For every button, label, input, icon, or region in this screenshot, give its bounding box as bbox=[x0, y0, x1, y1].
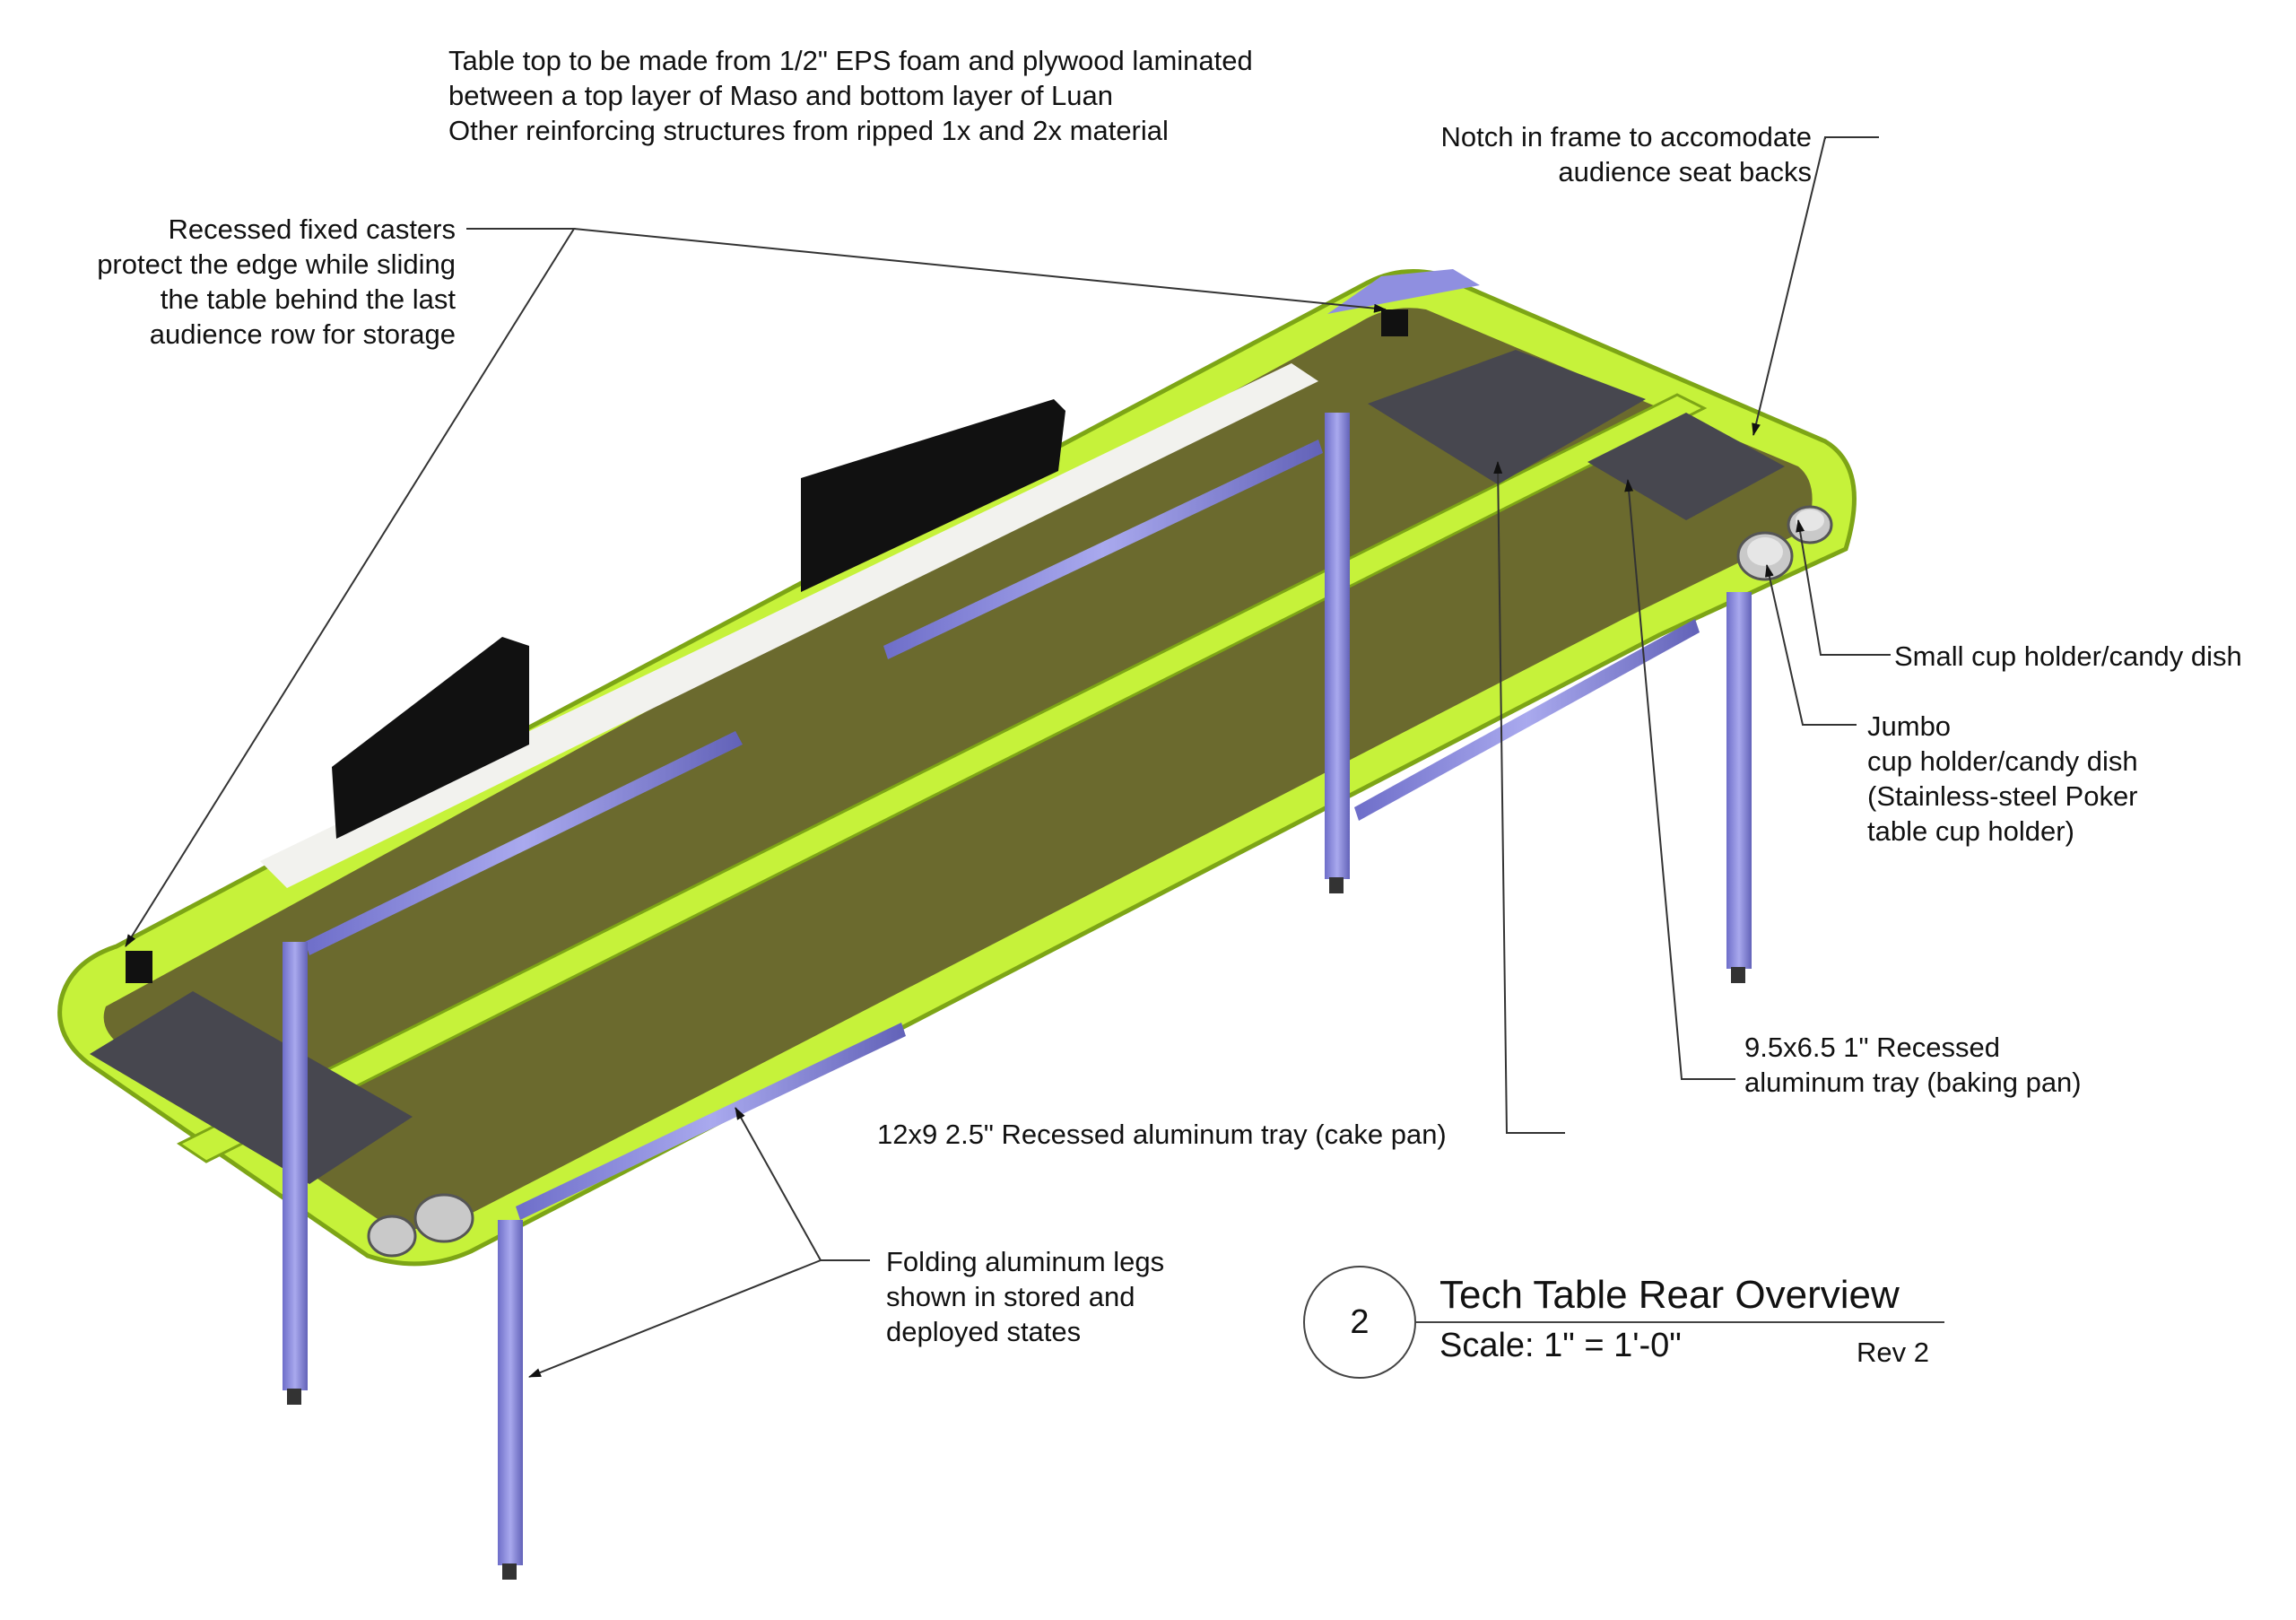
cake-pan-note: 12x9 2.5" Recessed aluminum tray (cake p… bbox=[877, 1119, 1447, 1150]
drawing-number: 2 bbox=[1350, 1302, 1370, 1341]
seat-back-edge bbox=[260, 363, 1318, 888]
legs-note: Folding aluminum legs shown in stored an… bbox=[886, 1246, 1165, 1347]
tray-cake-pan-left bbox=[90, 991, 413, 1184]
notch-note: Notch in frame to accomodate audience se… bbox=[1440, 121, 1812, 187]
stored-leg-upper bbox=[883, 440, 1323, 659]
center-rail bbox=[177, 393, 1708, 1163]
stored-leg-lower bbox=[516, 1023, 906, 1220]
caster-right bbox=[1381, 309, 1408, 336]
drawing-revision: Rev 2 bbox=[1857, 1337, 1929, 1368]
drawing-scale: Scale: 1" = 1'-0" bbox=[1439, 1327, 1682, 1364]
jumbo-cup-note: Jumbo cup holder/candy dish (Stainless-s… bbox=[1867, 710, 2138, 847]
tray-cake-pan-right bbox=[1368, 350, 1646, 484]
material-note: Table top to be made from 1/2" EPS foam … bbox=[448, 45, 1253, 146]
drawing-number-badge: 2 bbox=[1303, 1266, 1416, 1379]
stored-leg-far bbox=[305, 731, 743, 955]
tray-baking-pan bbox=[1587, 413, 1785, 520]
monitor-right bbox=[801, 399, 1065, 592]
monitor-left bbox=[332, 637, 529, 839]
caster-left bbox=[126, 951, 152, 983]
drawing-title: Tech Table Rear Overview bbox=[1439, 1273, 1900, 1317]
table-assembly bbox=[57, 269, 1857, 1580]
stored-leg-right bbox=[1354, 619, 1700, 821]
frame-edge-trim bbox=[1327, 269, 1480, 314]
leader-lines bbox=[125, 136, 1891, 1378]
small-cup-note: Small cup holder/candy dish bbox=[1894, 640, 2242, 672]
cup-holders-right bbox=[1736, 505, 1833, 581]
casters-note: Recessed fixed casters protect the edge … bbox=[97, 213, 456, 350]
deployed-legs bbox=[283, 413, 1752, 1580]
baking-pan-note: 9.5x6.5 1" Recessed aluminum tray (bakin… bbox=[1744, 1032, 2082, 1098]
cup-holders-left bbox=[367, 1193, 474, 1258]
